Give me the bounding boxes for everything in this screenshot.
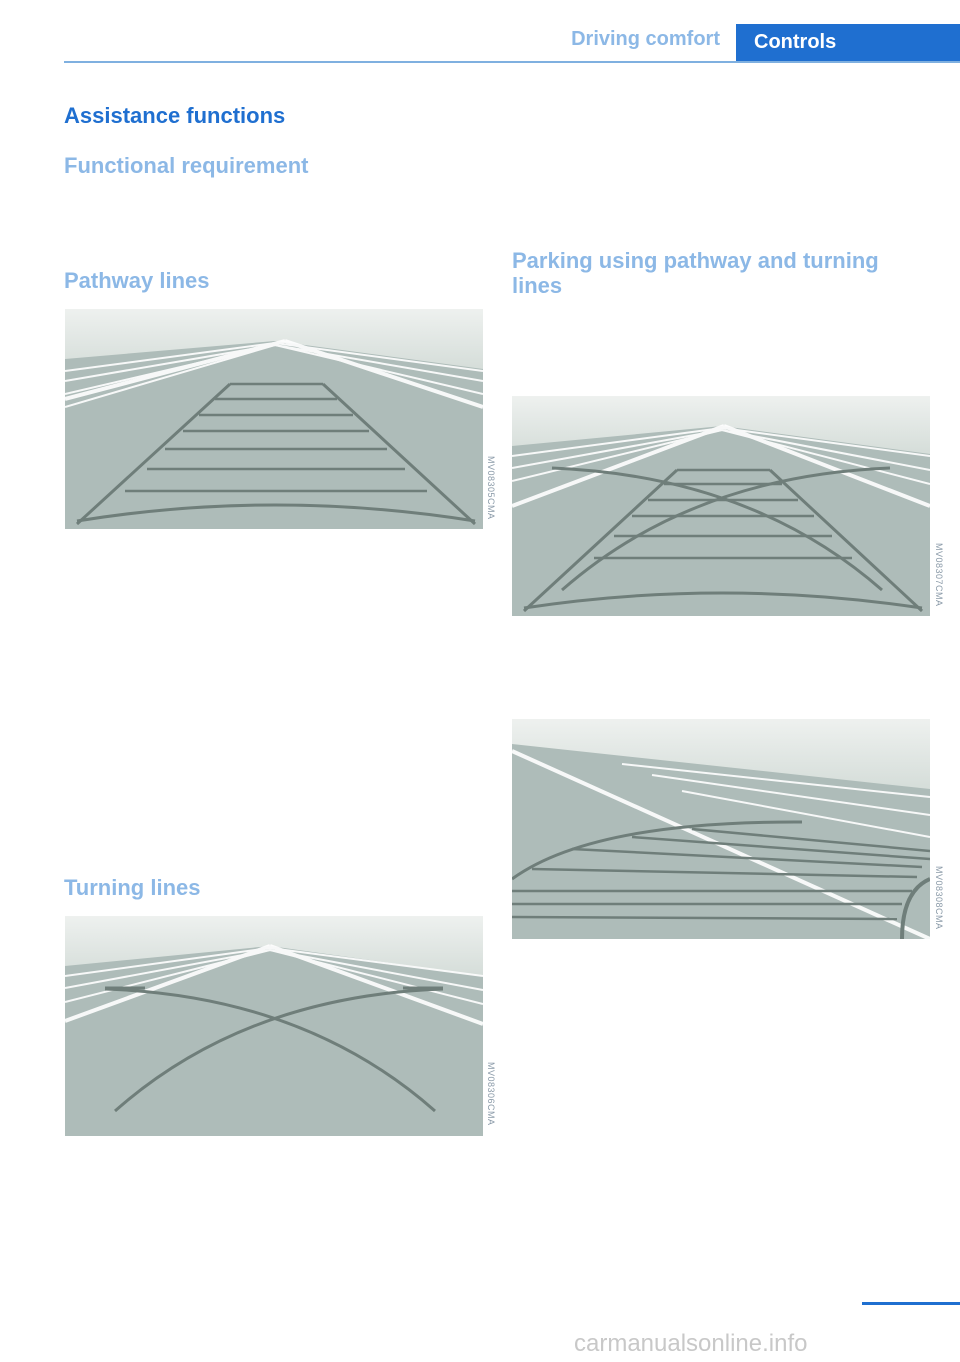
turning-lines-figure — [65, 916, 483, 1136]
header-rule — [64, 61, 960, 63]
watermark-text: carmanualsonline.info — [574, 1330, 808, 1357]
parking-figure-2-code: MV08308CMA — [934, 866, 944, 930]
header-controls-tab[interactable]: Controls — [736, 24, 960, 61]
parking-figure-1-code: MV08307CMA — [934, 543, 944, 607]
pathway-figure-code: MV08305CMA — [486, 456, 496, 520]
heading-turning-lines: Turning lines — [64, 875, 201, 900]
pathway-lines-figure — [65, 309, 483, 529]
heading-pathway-lines: Pathway lines — [64, 268, 210, 293]
heading-parking-using-lines: Parking using pathway and turning lines — [512, 248, 879, 298]
heading-assistance-functions: Assistance functions — [64, 103, 286, 128]
turning-figure-code: MV08306CMA — [486, 1062, 496, 1126]
header-section-label[interactable]: Driving comfort — [571, 28, 720, 50]
parking-lines-figure-2 — [512, 719, 930, 939]
parking-lines-figure-1 — [512, 396, 930, 616]
footer-rule — [862, 1302, 960, 1305]
heading-functional-requirement: Functional requirement — [64, 153, 309, 178]
